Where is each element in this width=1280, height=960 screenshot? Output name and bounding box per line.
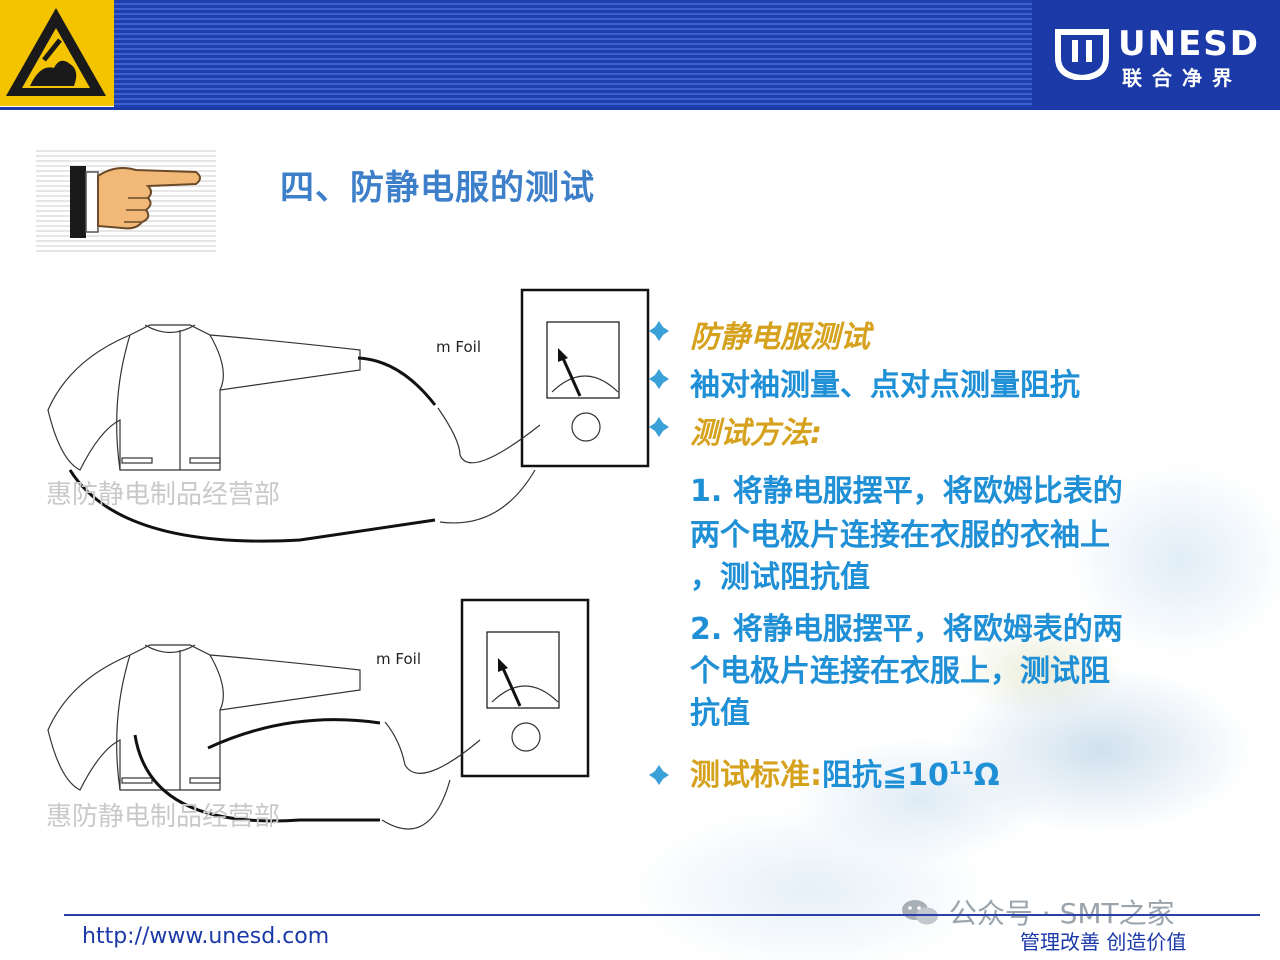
diamond-bullet-icon (649, 765, 669, 785)
pointing-hand-icon (36, 150, 216, 254)
bullet-text-2: 袖对袖测量、点对点测量阻抗 (690, 368, 1080, 403)
bullet-item-2: 袖对袖测量、点对点测量阻抗 (648, 364, 1248, 412)
bullet-item-3: 测试方法: (648, 412, 1248, 460)
esd-warning-icon (0, 0, 114, 106)
standard-label: 测试标准: (690, 758, 822, 793)
page-title: 四、防静电服的测试 (280, 168, 595, 208)
footer-divider (64, 914, 1260, 916)
background-flower-image (560, 420, 1280, 960)
method-1-line-2: 两个电极片连接在衣服的衣袖上 (690, 518, 1110, 553)
test-diagram: m Foil m Foil 惠防静电制品经营部 惠防静电制品经营部 (40, 280, 660, 864)
website-url[interactable]: http://www.unesd.com (82, 924, 330, 949)
standard-exponent: 11 (948, 758, 974, 779)
logo-name: UNESD (1118, 24, 1260, 64)
logo-area (1032, 0, 1280, 110)
header-banner: UNESD 联合净界 (0, 0, 1280, 110)
header-divider (0, 107, 1280, 110)
method-1-line-1: 1. 将静电服摆平，将欧姆比表的 (690, 474, 1123, 509)
diamond-bullet-icon (649, 369, 669, 389)
standard-value: 阻抗≦10 (822, 758, 949, 793)
method-2-line-3: 抗值 (690, 696, 750, 731)
header-stripes (114, 0, 1032, 108)
watermark-1: 惠防静电制品经营部 (46, 480, 281, 510)
foil-label-2: m Foil (376, 650, 421, 668)
method-1-line-3: ，测试阻抗值 (690, 560, 870, 595)
bullet-item-1: 防静电服测试 (648, 316, 1248, 364)
garment-test-illustration (47, 288, 650, 830)
foil-label-1: m Foil (436, 338, 481, 356)
diamond-bullet-icon (649, 321, 669, 341)
logo-subtitle: 联合净界 (1122, 66, 1242, 90)
bullet-list: 防静电服测试 袖对袖测量、点对点测量阻抗 测试方法: (648, 316, 1248, 460)
method-2-line-2: 个电极片连接在衣服上，测试阻 (690, 654, 1110, 689)
test-standard: 测试标准:阻抗≦1011Ω (690, 750, 999, 794)
method-2-line-1: 2. 将静电服摆平，将欧姆表的两 (690, 612, 1123, 647)
standard-unit: Ω (973, 758, 1000, 793)
footer-slogan: 管理改善 创造价值 (1020, 930, 1187, 954)
bullet-text-1: 防静电服测试 (690, 320, 870, 355)
wechat-label: 公众号 · SMT之家 (948, 897, 1175, 930)
unesd-logo-icon (1055, 29, 1109, 80)
watermark-2: 惠防静电制品经营部 (46, 802, 281, 832)
diamond-bullet-icon (649, 417, 669, 437)
bullet-text-3: 测试方法: (690, 416, 822, 451)
